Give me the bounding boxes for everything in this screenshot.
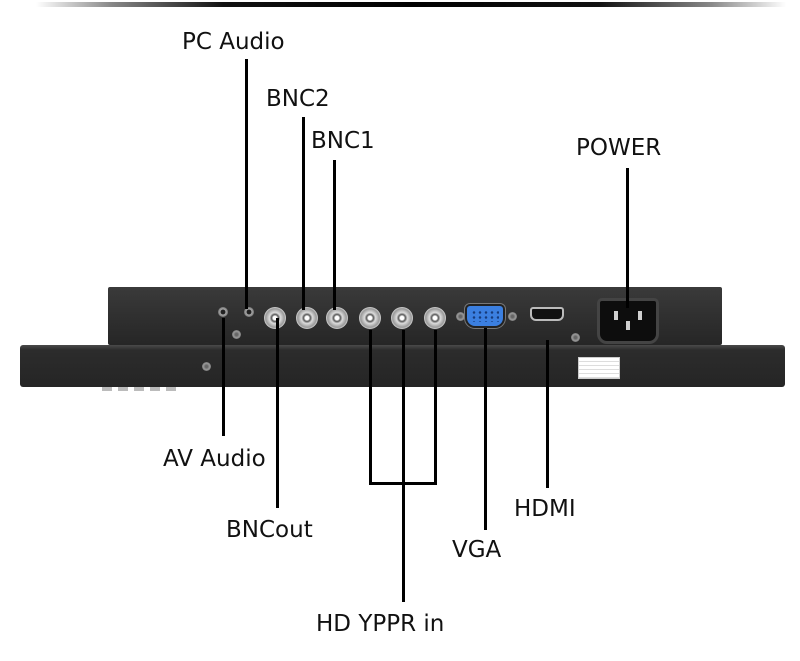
bnc1-connector [326,307,348,329]
power-leader [626,168,629,308]
ground-screw-icon [571,333,580,342]
power-pin [638,311,642,320]
bnc-out-leader [276,318,279,508]
yppr-pr-connector [424,307,446,329]
label-bnc2: BNC2 [266,86,330,112]
hdmi-leader [546,340,549,488]
vga-screw-icon [508,312,517,321]
power-pin [614,311,618,320]
bnc-out-connector [264,307,286,329]
yppr-y-connector [359,307,381,329]
label-hdmi: HDMI [514,496,576,522]
vga-leader [484,328,487,530]
yppr-leader-right [434,330,437,485]
hdmi-port [530,307,564,321]
vga-port [467,306,503,326]
pc-audio-jack [244,307,254,317]
bnc2-connector [296,307,318,329]
pc-audio-leader [245,59,248,309]
label-hd-yppr-in: HD YPPR in [316,611,445,637]
vga-screw-icon [456,312,465,321]
yppr-pb-connector [391,307,413,329]
screw-icon [232,330,241,339]
power-pin [626,321,630,330]
screw-icon [202,362,211,371]
serial-label-sticker [578,357,620,379]
top-divider-bar [36,2,786,7]
label-vga: VGA [452,537,502,563]
label-pc-audio: PC Audio [182,29,285,55]
yppr-leader-center [402,330,405,602]
label-power: POWER [576,135,662,161]
label-av-audio: AV Audio [163,446,266,472]
button-strip [102,387,182,391]
label-bnc-out: BNCout [226,517,313,543]
av-audio-jack [218,307,228,317]
yppr-leader-left [369,330,372,485]
av-audio-leader [222,318,225,436]
bnc1-leader [333,160,336,310]
label-bnc1: BNC1 [311,128,375,154]
bnc2-leader [302,117,305,310]
